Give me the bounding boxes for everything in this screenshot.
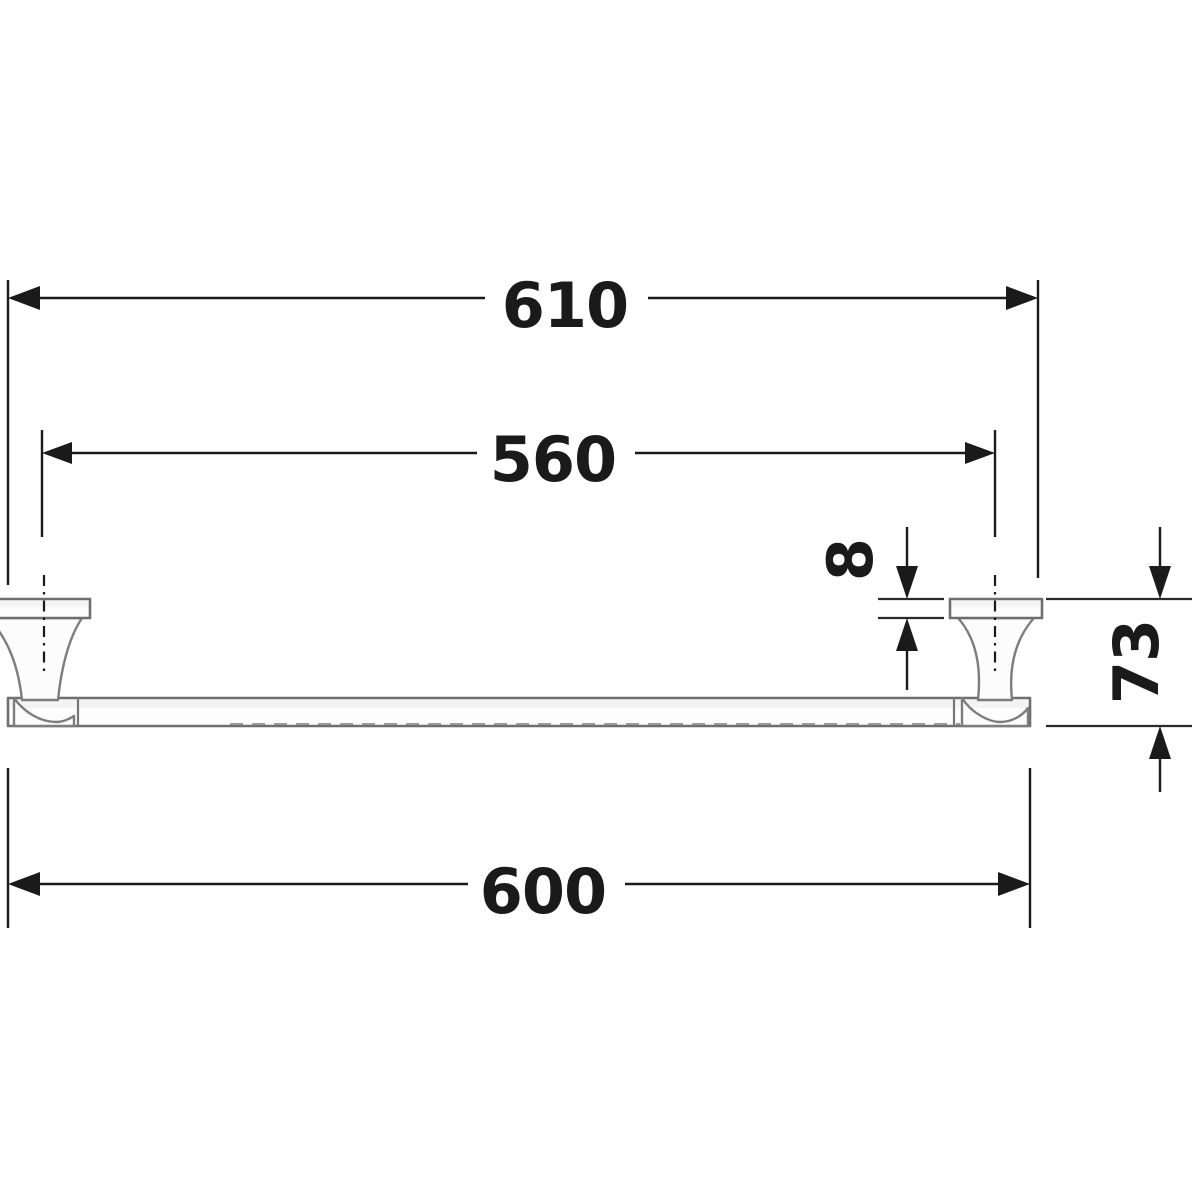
arrow-up-icon <box>1149 726 1171 759</box>
dim-label-560: 560 <box>490 423 616 496</box>
arrow-down-icon <box>1149 566 1171 599</box>
arrow-left-icon <box>8 872 40 896</box>
left-flange-neck <box>0 616 84 702</box>
arrow-right-icon <box>965 442 995 464</box>
towel-bar-part <box>0 575 1044 728</box>
arrow-down-icon <box>896 566 918 599</box>
arrow-right-icon <box>998 872 1030 896</box>
arrow-right-icon <box>1006 286 1038 310</box>
arrow-up-icon <box>896 618 918 651</box>
arrow-left-icon <box>8 286 40 310</box>
dimension-bar-length: 600 <box>6 768 1032 928</box>
dimension-plate-thickness: 8 <box>814 527 944 690</box>
rail-tube <box>6 696 1032 728</box>
left-flange-foot <box>12 696 76 728</box>
dimension-projection-height: 73 <box>1046 527 1192 792</box>
rail-tube-highlight <box>10 700 1028 708</box>
dim-label-73: 73 <box>1100 620 1173 704</box>
dim-label-600: 600 <box>480 855 606 928</box>
arrow-left-icon <box>42 442 72 464</box>
right-flange-foot <box>960 696 1030 728</box>
dimension-overall-width: 610 <box>6 269 1040 585</box>
dim-label-8: 8 <box>814 539 887 581</box>
dimension-mount-center-distance: 560 <box>40 423 997 537</box>
dim-label-610: 610 <box>502 269 628 342</box>
